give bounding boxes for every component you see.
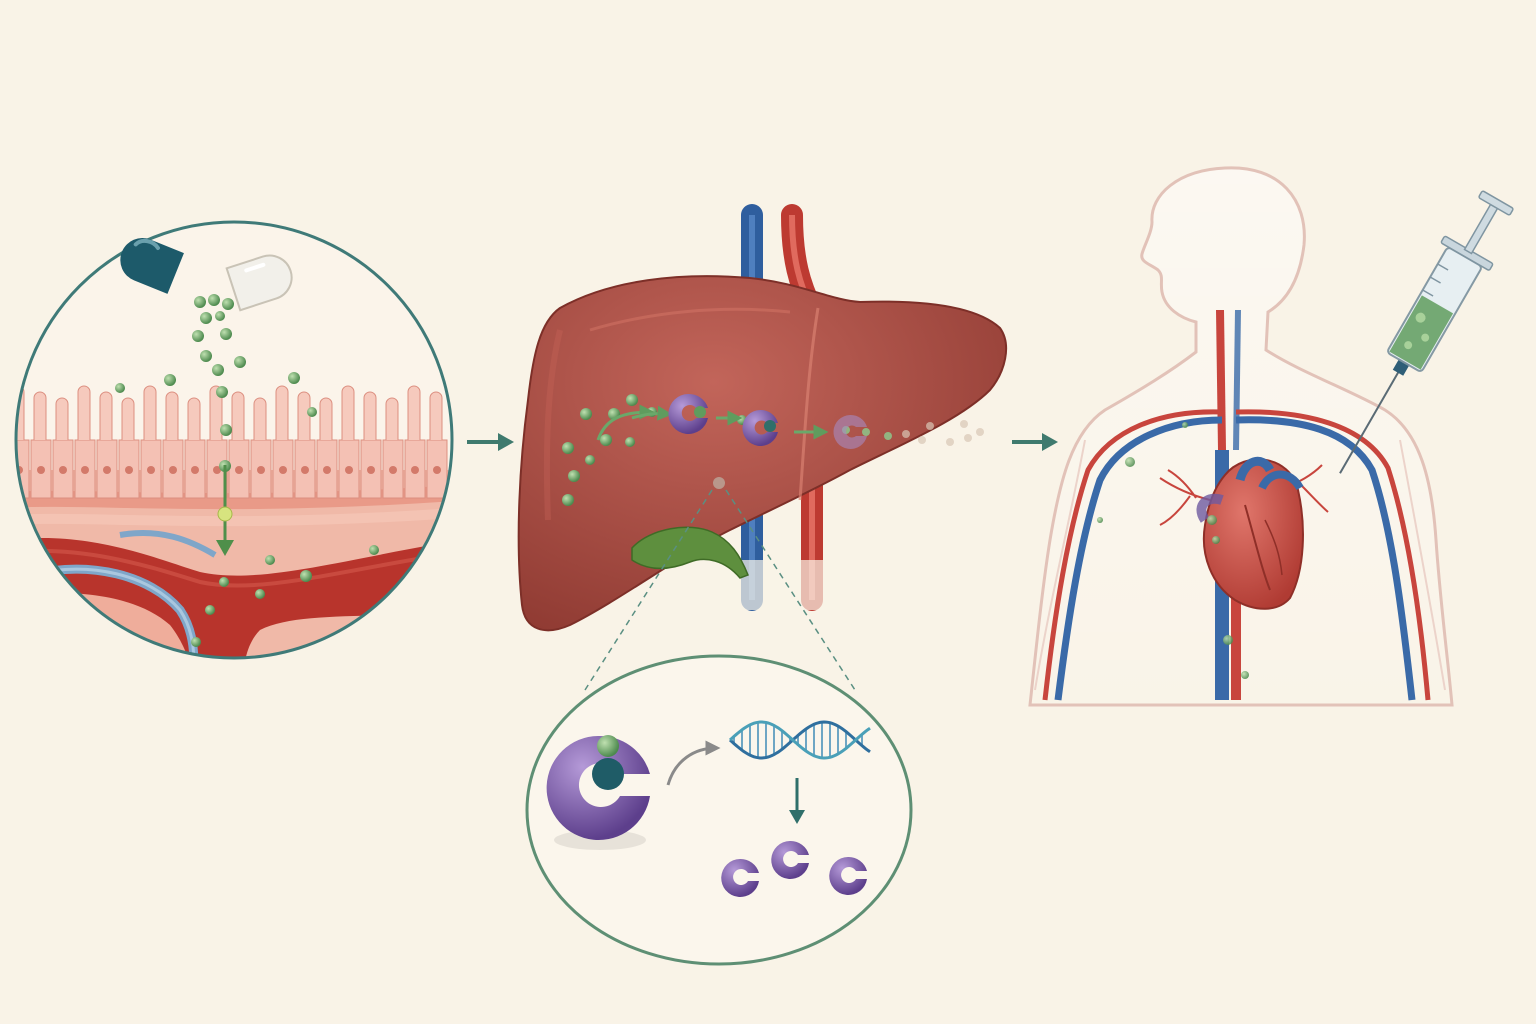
body-silhouette-icon <box>1028 166 1454 707</box>
enzyme-icon <box>668 393 867 449</box>
absorption-arrow <box>216 465 234 556</box>
heart-icon <box>1196 456 1304 610</box>
metabolism-zoom-panel <box>525 654 913 966</box>
expression-arrow <box>789 778 805 824</box>
enzyme-large <box>546 735 650 840</box>
gallbladder <box>631 526 749 579</box>
induction-arrow <box>666 740 721 786</box>
drug-particles-circulation <box>1097 422 1249 679</box>
drug-particles-absorption <box>115 294 379 647</box>
circulation-panel <box>1028 166 1514 707</box>
new-enzymes <box>721 840 867 897</box>
zoom-lines <box>584 477 856 691</box>
liver-panel <box>517 204 1008 966</box>
flow-arrow-1 <box>467 433 514 451</box>
absorption-panel <box>14 220 454 660</box>
capsule-icon <box>120 238 293 312</box>
flow-arrow-2 <box>1012 433 1058 451</box>
liver-arrows <box>596 404 829 441</box>
syringe-icon <box>1339 190 1514 474</box>
drug-particles-liver <box>562 394 984 506</box>
dna-icon <box>728 720 871 760</box>
capillary-vessel <box>16 537 452 658</box>
intestinal-epithelium <box>16 385 448 499</box>
absorption-circle-border <box>14 220 454 660</box>
